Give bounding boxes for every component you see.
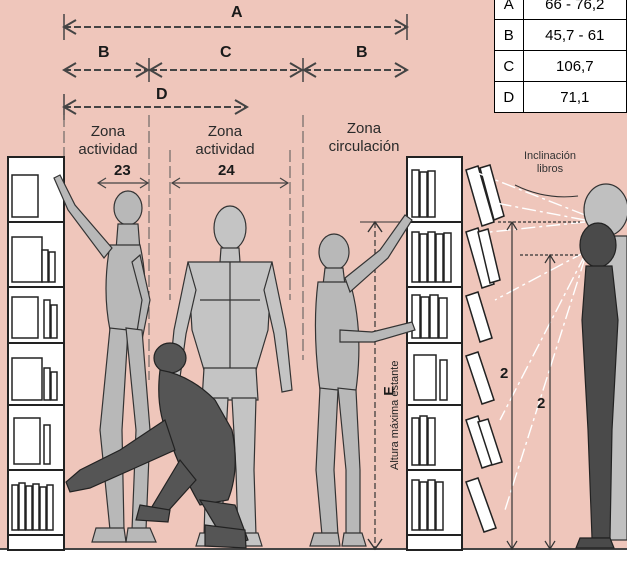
sight-lines (469, 169, 586, 511)
measurement-23: 23 (114, 162, 131, 179)
dimension-24 (170, 177, 290, 189)
dimension-line-b-left (62, 62, 150, 78)
inclined-books (465, 164, 505, 533)
dimension-line-b-right (302, 62, 409, 78)
zone-circulation-line2: circulación (328, 138, 400, 155)
dimension-line-a (62, 14, 409, 40)
legend-key: C (494, 50, 524, 82)
eye-level-dimensions (498, 220, 580, 551)
measurement-eye-level-b: 2 (537, 395, 546, 412)
zone-circulation-line1: Zona (346, 120, 382, 137)
dimension-label-a: A (231, 4, 243, 21)
zone-activity-2-line2: actividad (195, 141, 255, 158)
legend-key: A (494, 0, 524, 20)
figure-woman-right (309, 214, 416, 547)
dimension-label-c: C (220, 44, 232, 61)
legend-key: D (494, 81, 524, 113)
dimension-line-c (148, 58, 304, 82)
zone-activity-1-line1: Zona (90, 123, 126, 140)
legend-value: 106,7 (522, 50, 627, 82)
inclination-arc (514, 184, 579, 198)
zone-activity-2: Zona actividad (185, 123, 265, 159)
inclination-label-line1: Inclinación (524, 150, 576, 162)
dimension-label-b-right: B (356, 44, 368, 61)
right-bookshelf (406, 156, 463, 551)
dimension-label-d: D (156, 86, 168, 103)
figure-crouching (65, 342, 249, 549)
shelf-height-label: Altura máxima estante (389, 360, 401, 470)
measurement-24: 24 (218, 162, 235, 179)
zone-activity-1-line2: actividad (78, 141, 138, 158)
zone-circulation: Zona circulación (316, 120, 412, 156)
inclination-label-line2: libros (536, 163, 564, 175)
dimension-label-b-left: B (98, 44, 110, 61)
zone-activity-1: Zona actividad (68, 123, 148, 159)
measurement-eye-level-a: 2 (500, 365, 509, 382)
legend-value: 71,1 (522, 81, 627, 113)
inclination-label: Inclinación libros (505, 150, 595, 176)
legend-value: 45,7 - 61 (522, 19, 627, 51)
dimension-23 (96, 177, 150, 189)
figure-standing-reader-dark (575, 222, 619, 549)
legend-key: B (494, 19, 524, 51)
legend-value: 66 - 76,2 (522, 0, 627, 20)
floor-area (0, 548, 627, 564)
left-bookshelf (7, 156, 65, 551)
zone-activity-2-line1: Zona (207, 123, 243, 140)
